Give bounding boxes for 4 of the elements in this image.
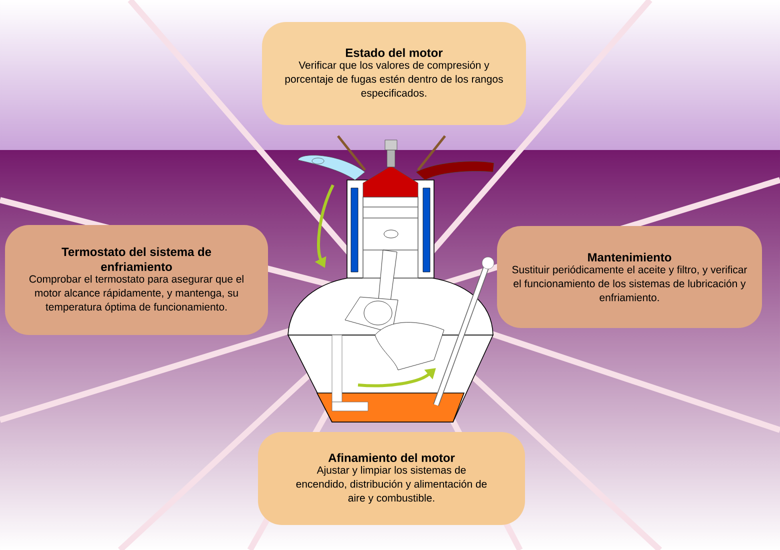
info-box: Afinamiento del motor Ajustar y limpiar los sistemas de encendido, distribución y alimentación de aire y combustible. (258, 432, 525, 525)
info-box: Termostato del sistema de enfriamiento Comprobar el termostato para asegurar que el motor alcance rápidamente, y mantenga, su temperatura óptima de funcionamiento. (5, 224, 268, 335)
info-box: Estado del motor Verificar que los valores de compresión y porcentaje de fugas estén dentro de los rangos especificados. (262, 22, 526, 125)
info-box: Mantenimiento Sustituir periódicamente el aceite y filtro, y verificar el funcionamiento de los sistemas de lubricación y enfriamiento. (497, 226, 762, 328)
